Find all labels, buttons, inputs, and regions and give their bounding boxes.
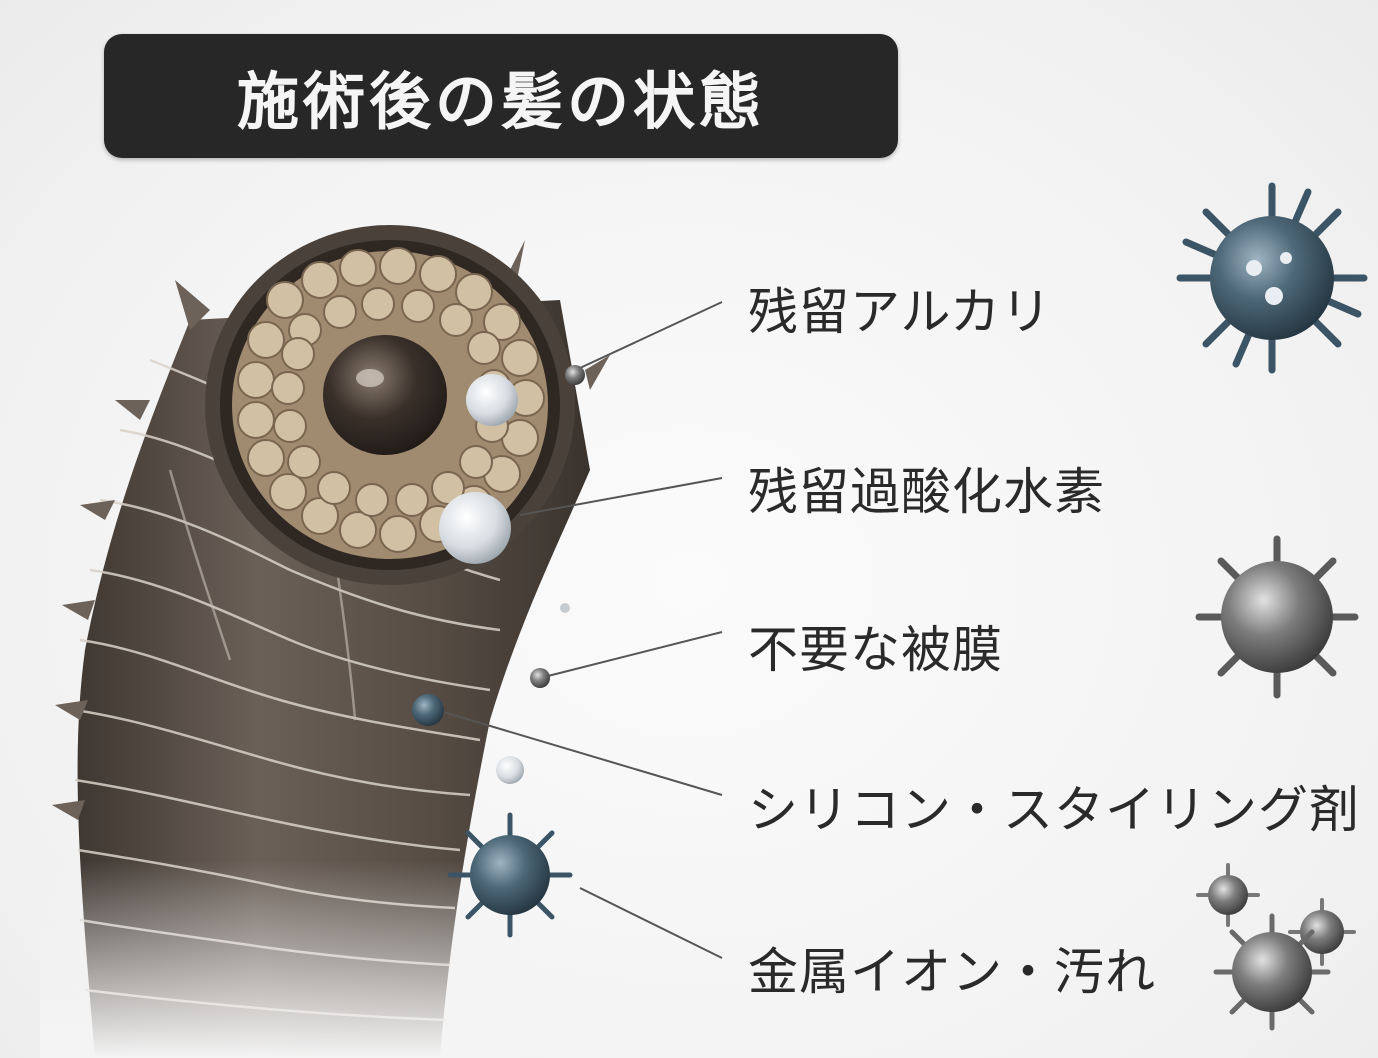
gray-particle-cluster-icon [1196, 863, 1356, 1031]
title-banner: 施術後の髪の状態 [104, 34, 898, 158]
white-sphere-particle [412, 365, 585, 784]
label-silicone-styling: シリコン・スタイリング剤 [748, 781, 1360, 839]
page-title: 施術後の髪の状態 [236, 65, 765, 138]
label-residual-hydrogen-peroxide: 残留過酸化水素 [748, 463, 1105, 521]
hair-cross-section [205, 225, 575, 585]
label-unwanted-coating: 不要な被膜 [748, 621, 1003, 679]
leader-lines [429, 301, 723, 959]
blue-spiky-particle [447, 812, 573, 938]
label-residual-alkali: 残留アルカリ [748, 283, 1052, 341]
label-metal-ions-dirt: 金属イオン・汚れ [748, 943, 1156, 1001]
dark-blue-spiky-particle-icon [1176, 182, 1368, 374]
gray-spiky-particle-icon [1195, 535, 1359, 699]
